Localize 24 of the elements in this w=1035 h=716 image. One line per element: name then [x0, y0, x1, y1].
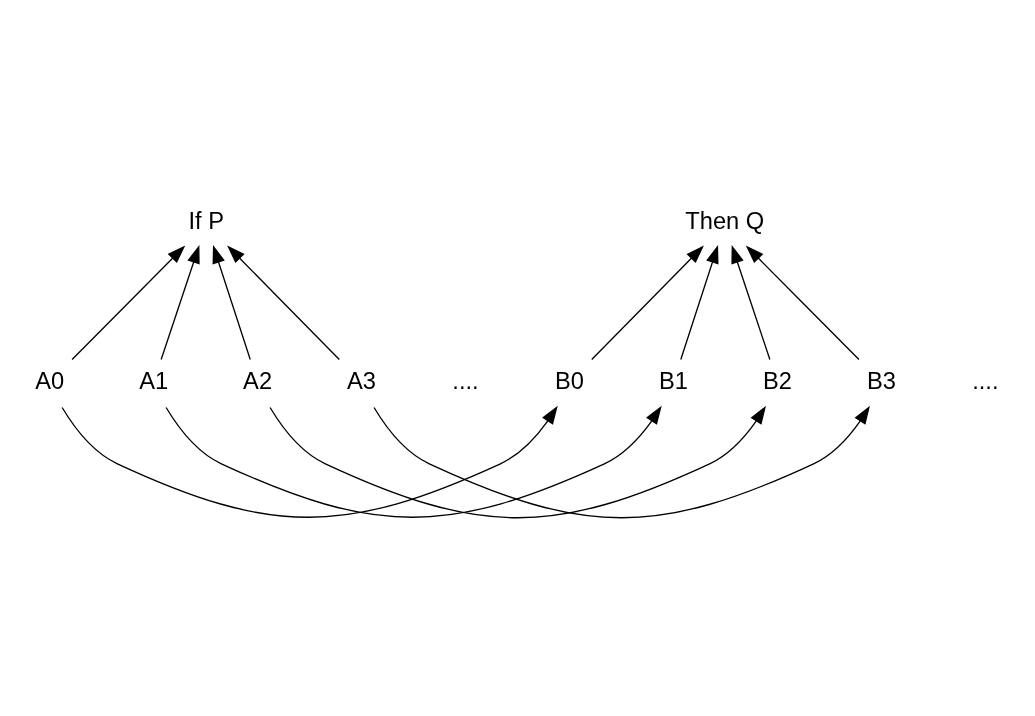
arrow [745, 244, 860, 360]
node-text: B1 [658, 367, 688, 394]
node-text: A0 [35, 367, 65, 394]
node-text: B0 [555, 367, 584, 394]
arrow [591, 244, 704, 360]
arrow [160, 244, 200, 360]
arrow [269, 405, 766, 518]
arrow [165, 405, 662, 518]
node-text: If P [188, 207, 225, 234]
arrow [227, 244, 340, 360]
label: .... [452, 367, 479, 394]
node-text: B3 [866, 367, 896, 394]
node-text: B2 [762, 367, 792, 394]
arrow [680, 244, 719, 360]
label: .... [972, 367, 999, 394]
node-text: A1 [139, 367, 169, 394]
arrow [212, 244, 251, 360]
node-text: A2 [243, 367, 273, 394]
arrow [373, 405, 870, 518]
node-text: Then Q [685, 207, 765, 234]
arrow [71, 244, 186, 360]
node-text: A3 [347, 367, 377, 394]
arrow [731, 244, 771, 360]
arrow [61, 405, 558, 518]
